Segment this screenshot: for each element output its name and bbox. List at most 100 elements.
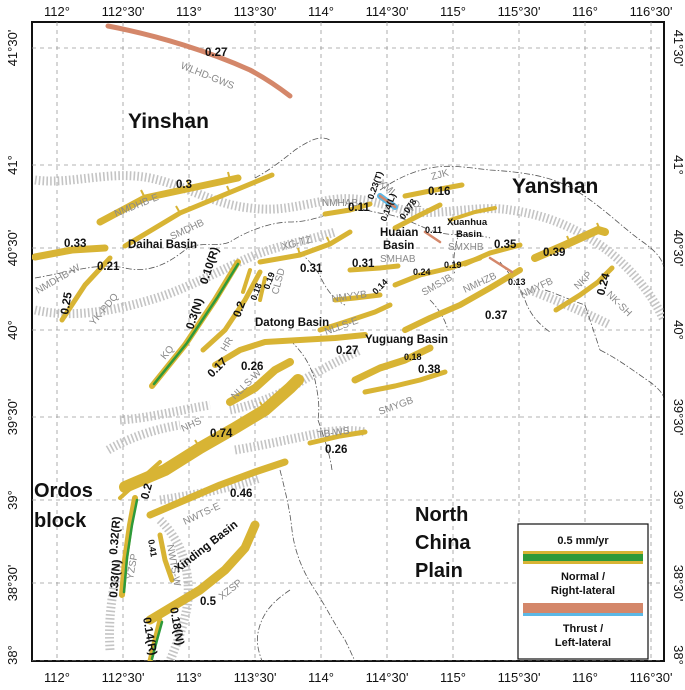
- tick-bottom: 114°: [308, 670, 334, 685]
- fault-smygb: [362, 369, 448, 395]
- normal-faults: [32, 172, 615, 661]
- region-ncp-line2: China: [415, 532, 471, 554]
- tick-left: 38°30': [5, 565, 20, 602]
- label-tb-ws: TB-WS: [317, 426, 351, 441]
- rate-label: 0.46: [230, 488, 252, 500]
- tick-right: 38°: [671, 645, 685, 665]
- fault-yuguang-s: [351, 344, 434, 384]
- fault-nmhab: [322, 201, 373, 217]
- fault-ordos-w: [118, 460, 162, 500]
- tick-right: 40°: [671, 320, 685, 340]
- fault-yuguang-n: [402, 267, 523, 333]
- rate-label: 0.74: [210, 428, 233, 440]
- tick-left: 39°: [5, 490, 20, 510]
- basin-xuanhua-line1: Xuanhua: [447, 217, 488, 228]
- tick-top: 116°: [572, 4, 598, 19]
- tick-left: 38°: [5, 645, 20, 665]
- tick-top: 113°30': [234, 4, 277, 19]
- region-yinshan: Yinshan: [128, 110, 209, 133]
- rate-label: 0.32(R): [108, 516, 123, 555]
- label-smxhb: SMXHB: [448, 242, 484, 253]
- rate-label: 0.31: [300, 263, 323, 275]
- tick-top: 114°: [308, 4, 334, 19]
- basin-daihai: Daihai Basin: [128, 239, 197, 251]
- legend-swatch-normal-green: [523, 554, 643, 561]
- tick-top: 115°30': [498, 4, 541, 19]
- rate-label: 0.33: [64, 238, 86, 250]
- fault-smhab: [347, 263, 401, 273]
- rate-label: 0.3: [176, 179, 192, 191]
- tick-top: 112°: [44, 4, 70, 19]
- region-ncp-line3: Plain: [415, 560, 463, 582]
- legend-thrust-line2: Left-lateral: [555, 637, 611, 649]
- rate-label: 0.18: [404, 352, 422, 362]
- fault-xzsp: [145, 520, 260, 625]
- tick-bottom: 113°: [176, 670, 202, 685]
- fault-ticks: [140, 171, 601, 449]
- tick-bottom: 112°30': [102, 670, 145, 685]
- tick-bottom: 112°: [44, 670, 70, 685]
- tick-left: 39°30': [5, 399, 20, 436]
- fault-kq-green: [152, 262, 240, 386]
- legend-box: [517, 523, 649, 660]
- fault-tb-ws: [307, 429, 368, 446]
- fault-datong-s: [212, 332, 368, 368]
- rate-label: 0.26: [241, 361, 263, 373]
- fault-nmyfb: [531, 226, 609, 262]
- tick-top: 115°: [440, 4, 466, 19]
- legend-title: 0.5 mm/yr: [557, 535, 609, 547]
- basin-huaian-line1: Huaian: [380, 227, 418, 239]
- tick-bottom: 116°: [572, 670, 598, 685]
- tick-bottom: 115°30': [498, 670, 541, 685]
- basin-xuanhua-line2: Basin: [456, 229, 482, 240]
- fault-hr-c: [258, 276, 267, 302]
- region-ordos-line1: Ordos: [34, 480, 93, 502]
- fault-ykpdq: [59, 255, 113, 323]
- label-zjk: ZJK: [430, 168, 450, 183]
- rate-label: 0.26: [325, 444, 347, 456]
- fault-south: [147, 617, 163, 661]
- rate-label: 0.24: [595, 271, 613, 296]
- rate-label: 0.11: [425, 225, 442, 235]
- legend-normal-line2: Right-lateral: [551, 585, 615, 597]
- fault-wq: [392, 202, 443, 231]
- tick-bottom: 115°: [440, 670, 466, 685]
- tick-right: 38°30': [671, 565, 685, 602]
- axis-bottom: 112° 112°30' 113° 113°30' 114° 114°30' 1…: [44, 670, 672, 685]
- basin-huaian-line2: Basin: [383, 240, 414, 252]
- fault-hr-b: [241, 268, 252, 294]
- fault-zjk: [402, 182, 465, 199]
- legend-normal-line1: Normal /: [561, 571, 605, 583]
- region-yanshan: Yanshan: [512, 175, 598, 198]
- tick-right: 39°30': [671, 399, 685, 436]
- label-nmyyb: NMYYB: [331, 289, 368, 305]
- region-ncp-line1: North: [415, 504, 468, 526]
- rate-label: 0.31: [352, 258, 375, 270]
- fault-nhs: [119, 374, 304, 493]
- fault-hr-a: [200, 269, 263, 353]
- rate-label: 0.2: [232, 300, 249, 319]
- fault-nmyfb-thrust: [488, 256, 514, 274]
- rate-label: 0.19: [444, 260, 462, 270]
- tick-top: 112°30': [102, 4, 145, 19]
- region-labels: Yinshan Yanshan Ordos block North China …: [34, 110, 598, 582]
- axis-right: 41°30' 41° 40°30' 40° 39°30' 39° 38°30' …: [671, 30, 685, 665]
- rate-label: 0.41: [146, 539, 159, 558]
- fault-nkp: [553, 265, 615, 313]
- label-smhab: SMHAB: [380, 254, 416, 265]
- label-yzsp: YZSP: [125, 553, 140, 581]
- tick-bottom: 116°30': [630, 670, 673, 685]
- rate-label: 0.5: [200, 596, 217, 608]
- fault-nlls-e: [317, 302, 393, 333]
- tick-left: 40°30': [5, 230, 20, 267]
- rate-label: 0.13: [508, 277, 526, 287]
- tick-right: 41°: [671, 155, 685, 175]
- rate-label: 0.27: [336, 345, 358, 357]
- tick-bottom: 113°30': [234, 670, 277, 685]
- rate-label: 0.33(N): [108, 559, 123, 598]
- fault-nwts-w: [157, 532, 175, 583]
- left-lateral-faults: [377, 193, 514, 274]
- fault-nwts-e: [146, 458, 289, 519]
- rate-label: 0.11: [348, 202, 370, 214]
